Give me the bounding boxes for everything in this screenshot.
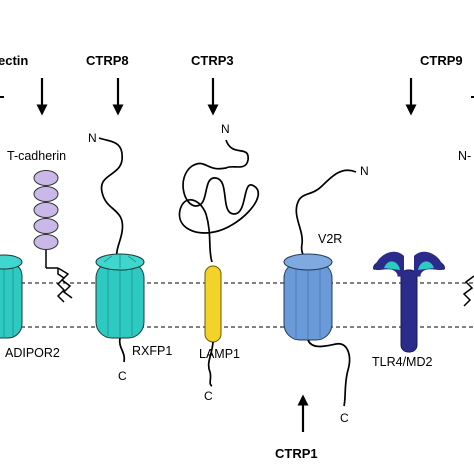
rxfp1-n-tail xyxy=(98,137,124,263)
rxfp1-receptor xyxy=(95,253,145,339)
rxfp1-c-tail xyxy=(118,337,126,363)
lamp1-receptor xyxy=(204,265,222,343)
v2r-c-terminus-label: C xyxy=(340,411,349,425)
ligand-arrows xyxy=(36,78,417,432)
adipor2-label: ADIPOR2 xyxy=(5,346,60,360)
lamp1-n-tail xyxy=(178,139,260,263)
lamp1-c-terminus-label: C xyxy=(204,389,213,403)
ligand-ctrp9-label: CTRP9 xyxy=(420,53,463,68)
t-cadherin-receptor xyxy=(33,170,59,250)
ligand-adiponectin-label: ectin xyxy=(0,53,28,68)
right-n-terminus-label: N- xyxy=(458,149,471,163)
t-cadherin-gpi-anchor xyxy=(45,250,73,303)
rxfp1-n-terminus-label: N xyxy=(88,131,97,145)
lamp1-n-terminus-label: N xyxy=(221,122,230,136)
rxfp1-c-terminus-label: C xyxy=(118,369,127,383)
tlr4-stem xyxy=(400,269,418,353)
lamp1-c-tail xyxy=(207,341,214,387)
rxfp1-label: RXFP1 xyxy=(132,344,172,358)
cadherin-domain-5 xyxy=(33,234,59,250)
cadherin-domain-3 xyxy=(33,202,59,218)
v2r-label: V2R xyxy=(318,232,342,246)
v2r-c-tail xyxy=(307,339,351,407)
tlr4-md2-label: TLR4/MD2 xyxy=(372,355,432,369)
tlr4-md2-complex xyxy=(373,251,445,353)
cadherin-domain-1 xyxy=(33,170,59,186)
ligand-ctrp8-label: CTRP8 xyxy=(86,53,129,68)
lamp1-label: LAMP1 xyxy=(199,347,240,361)
ligand-ctrp3-label: CTRP3 xyxy=(191,53,234,68)
adipor2-receptor xyxy=(0,254,23,339)
v2r-n-tail xyxy=(295,169,357,261)
v2r-receptor xyxy=(283,253,333,341)
right-edge-anchor xyxy=(462,275,474,307)
ligand-ctrp1-label: CTRP1 xyxy=(275,446,318,461)
t-cadherin-label: T-cadherin xyxy=(7,149,66,163)
cadherin-domain-4 xyxy=(33,218,59,234)
v2r-n-terminus-label: N xyxy=(360,164,369,178)
cadherin-domain-2 xyxy=(33,186,59,202)
